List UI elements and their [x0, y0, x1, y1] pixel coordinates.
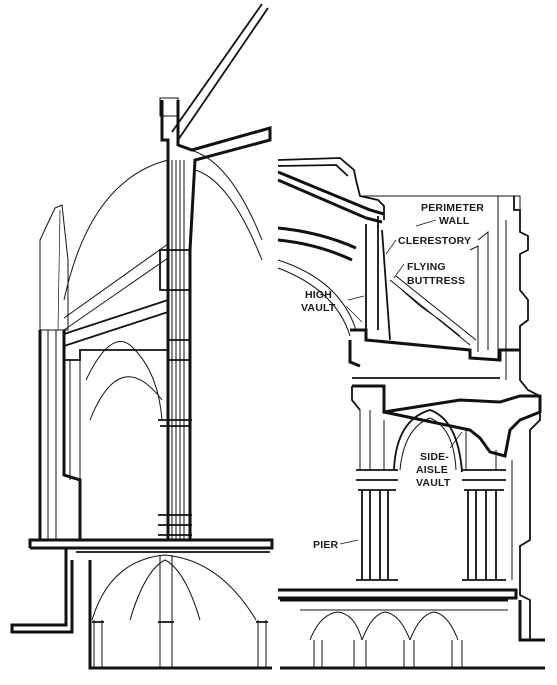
flying-buttress-band [389, 275, 477, 346]
perimeter-wall [513, 196, 541, 640]
pier-left-right-half [356, 469, 398, 581]
upper-flying-strut [171, 3, 269, 141]
upper-flyer-arch [63, 159, 169, 331]
label-perimeter: PERIMETER [421, 202, 484, 214]
left-pinnacle [39, 204, 69, 331]
outer-buttress [28, 330, 82, 548]
side-aisle-vault [393, 409, 463, 473]
right-roof [277, 157, 385, 220]
nave-wall-left [160, 100, 272, 540]
arcade-column-left [158, 419, 192, 536]
label-pier: PIER [313, 539, 339, 551]
label-aisle: AISLE [416, 464, 448, 476]
label-high: HIGH [305, 289, 332, 301]
high-vault-arch [277, 226, 357, 262]
left-crypt [10, 548, 272, 670]
crypt-arches-right [309, 611, 459, 641]
lower-flyer [63, 299, 169, 347]
leader-lines [339, 219, 463, 545]
left-section [10, 3, 274, 670]
crypt-vaults-left [91, 554, 257, 621]
gallery-cornice [348, 328, 520, 368]
pier-right-right-half [462, 469, 506, 581]
label-vault-high: VAULT [301, 302, 336, 314]
label-buttress: BUTTRESS [407, 275, 465, 287]
left-floor [30, 538, 274, 550]
right-floor [278, 588, 518, 600]
nave-arch-left [79, 341, 163, 540]
right-crypt [280, 598, 545, 670]
clerestory-wall [365, 216, 391, 341]
pinnacle-cap [159, 97, 179, 117]
label-clerestory: CLERESTORY [398, 235, 471, 247]
label-side: SIDE- [420, 451, 449, 463]
right-section [277, 157, 545, 670]
label-flying: FLYING [407, 261, 446, 273]
label-vault-side: VAULT [416, 477, 451, 489]
labels: PERIMETER WALL CLERESTORY FLYING BUTTRES… [301, 202, 484, 551]
label-wall: WALL [439, 215, 470, 227]
